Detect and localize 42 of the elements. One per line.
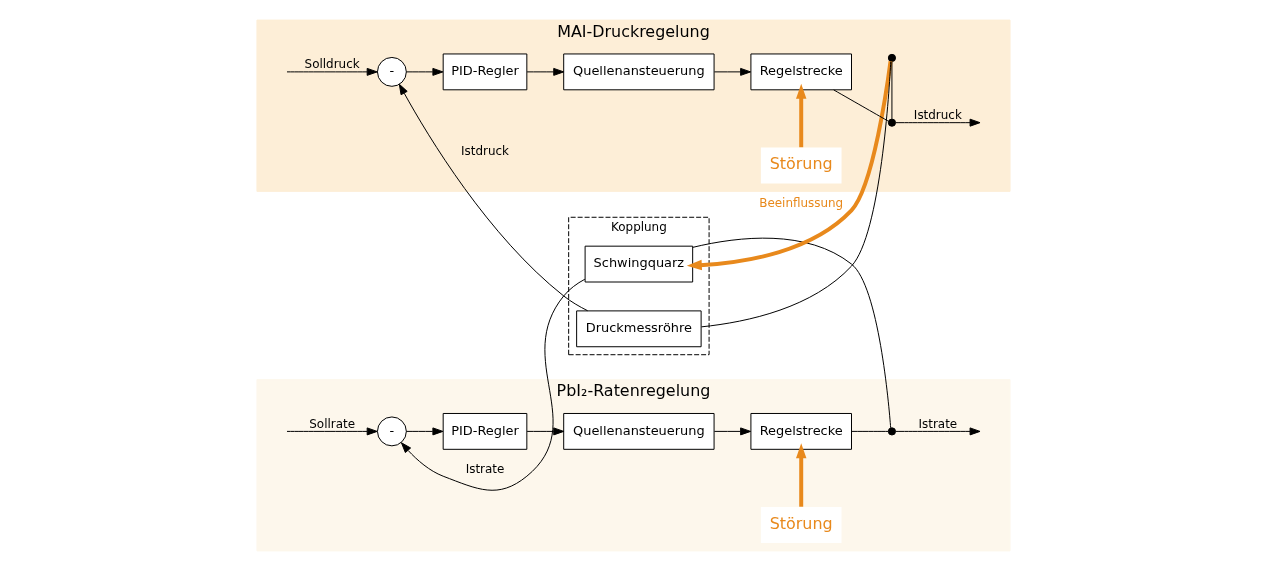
arrow: [400, 278, 586, 491]
node-box: Druckmessröhre: [576, 310, 702, 348]
arrow: [795, 443, 807, 507]
edge-label: Istrate: [918, 417, 958, 432]
arrow: [895, 118, 981, 127]
node-box: PID-Regler: [442, 412, 528, 450]
edge-label: Istrate: [465, 461, 505, 476]
arrow: [713, 427, 752, 436]
arrow: [405, 427, 444, 436]
arrow: [795, 83, 807, 148]
edge-label: Solldruck: [304, 57, 360, 72]
connector: [851, 430, 889, 432]
node-point: [887, 427, 896, 436]
node-point: [887, 118, 896, 127]
arrow: [286, 67, 378, 76]
connector: [692, 237, 892, 429]
node-circle: -: [376, 416, 407, 447]
node-box: PID-Regler: [442, 53, 528, 91]
node-box: Regelstrecke: [750, 412, 852, 450]
arrow: [398, 83, 589, 312]
arrow: [405, 67, 444, 76]
arrow: [286, 427, 378, 436]
arrow: [713, 67, 752, 76]
node-box: Quellenansteuerung: [563, 412, 715, 450]
node-circle: -: [376, 56, 407, 87]
arrow: [686, 61, 893, 271]
connector: [700, 61, 892, 328]
node-box: Störung: [760, 147, 842, 184]
node-point: [887, 53, 896, 62]
edge-label: Sollrate: [309, 417, 356, 432]
edge-label: Beeinflussung: [759, 195, 844, 210]
node-box: Quellenansteuerung: [563, 53, 715, 91]
node-box: Störung: [760, 507, 842, 543]
arrow: [895, 427, 981, 436]
connector: [891, 61, 893, 120]
connector: [833, 89, 889, 122]
node-box: Regelstrecke: [750, 53, 852, 91]
node-box: Schwingquarz: [584, 245, 694, 283]
arrow: [526, 67, 565, 76]
edge-label: Istdruck: [461, 144, 509, 159]
arrow: [526, 427, 565, 436]
edge-label: Istdruck: [913, 108, 962, 123]
